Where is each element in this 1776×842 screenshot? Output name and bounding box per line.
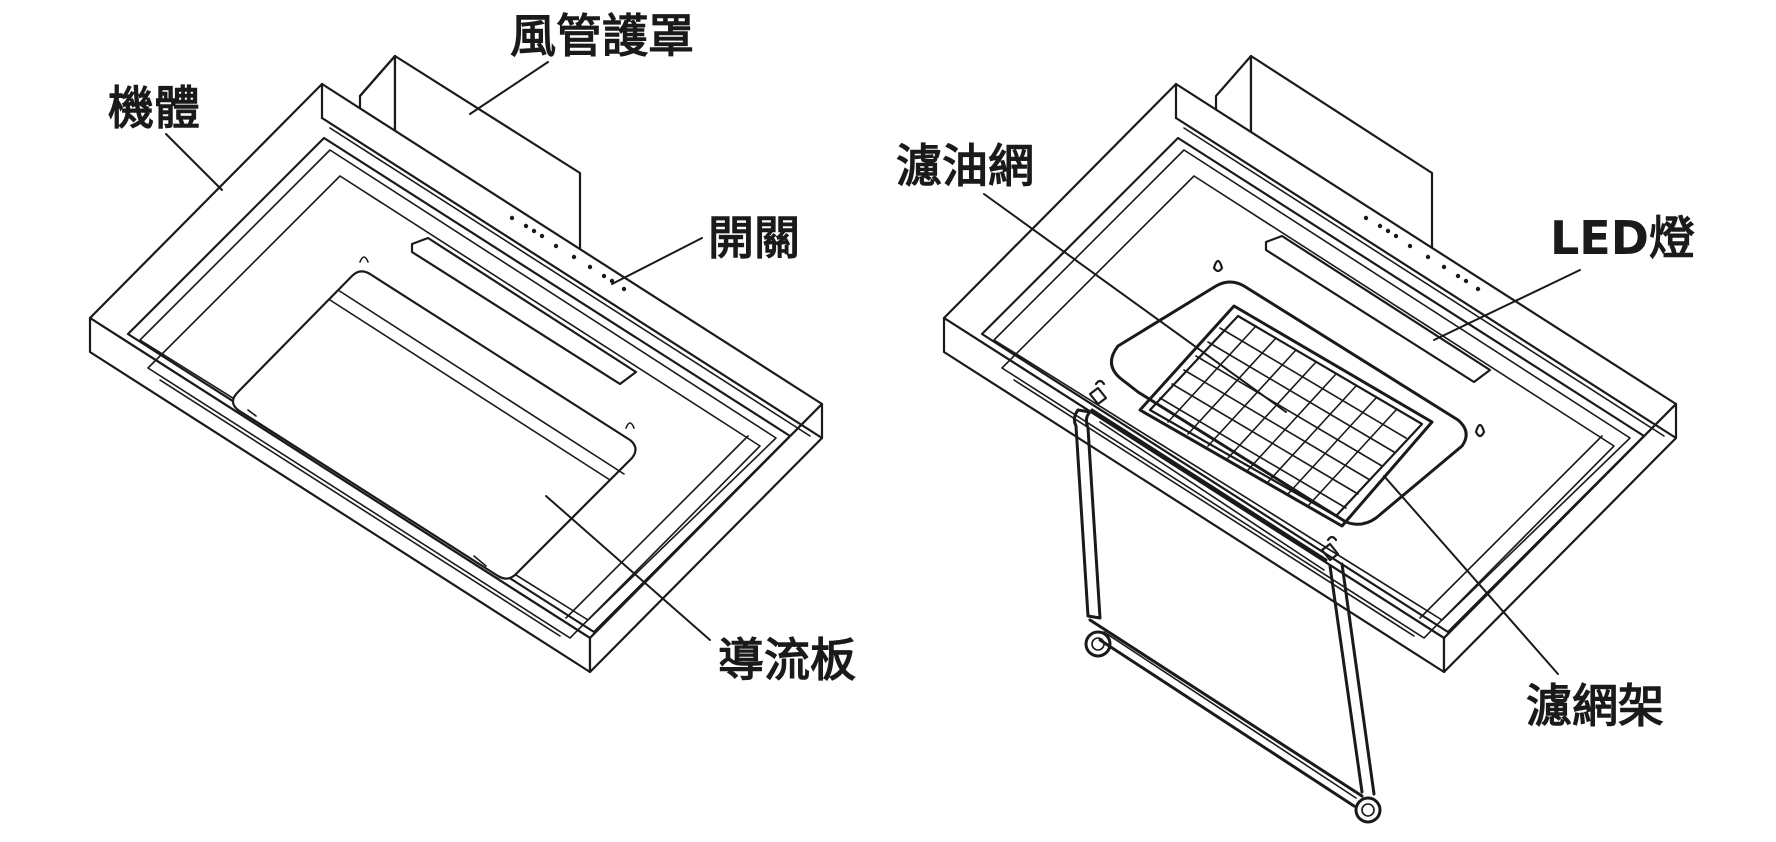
- leader-switch: [611, 237, 703, 285]
- label-filter-frame: 濾網架: [1526, 679, 1664, 733]
- label-body: 機體: [108, 81, 200, 135]
- leader-deflector: [545, 495, 711, 641]
- right-led-strip: [1264, 234, 1492, 384]
- filter-frame: [1072, 379, 1382, 824]
- label-led-light: LED燈: [1550, 211, 1695, 265]
- right-body: [942, 82, 1678, 674]
- oil-filter-tray: [1110, 280, 1468, 526]
- left-deflector: [231, 256, 637, 580]
- label-deflector: 導流板: [718, 633, 856, 687]
- left-hood: [88, 54, 824, 674]
- callout-labels: 風管護罩 機體 開關 導流板 濾油網 LED燈 濾網架: [108, 9, 1695, 733]
- left-switch-panel: [509, 215, 627, 292]
- leader-body: [165, 133, 223, 191]
- leader-duct-cover: [469, 61, 549, 115]
- leader-oil-filter: [983, 193, 1287, 413]
- right-switch-panel: [1363, 215, 1481, 292]
- leader-led-light: [1433, 269, 1581, 341]
- oil-filter-grid: [1138, 304, 1434, 528]
- right-hook-left: [1212, 259, 1224, 273]
- left-led-strip: [410, 236, 638, 386]
- label-switch: 開關: [708, 211, 800, 265]
- leader-lines: [165, 61, 1581, 675]
- right-hood: [942, 54, 1678, 824]
- right-hook-right: [1474, 423, 1486, 438]
- label-oil-filter: 濾油網: [896, 139, 1034, 193]
- label-duct-cover: 風管護罩: [510, 9, 694, 63]
- leader-filter-frame: [1383, 475, 1559, 675]
